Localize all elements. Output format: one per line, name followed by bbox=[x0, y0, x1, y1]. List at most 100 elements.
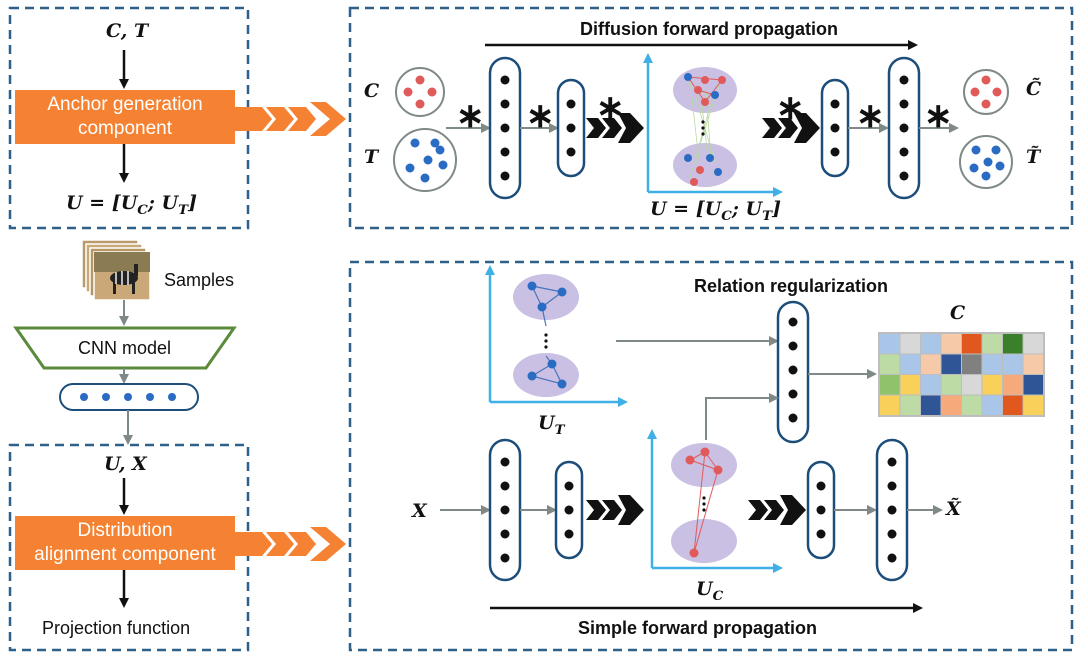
cnn-model-label: CNN model bbox=[78, 338, 172, 358]
arrow-uc-to-relation-column bbox=[705, 393, 779, 440]
bottom-column-1-dots bbox=[500, 457, 510, 563]
uc-cluster-lower bbox=[671, 519, 737, 563]
target-set-t-nodes bbox=[405, 138, 448, 183]
matrix-cell bbox=[962, 375, 982, 395]
x-output-label: X̃ bbox=[946, 498, 961, 520]
black-chevron-bottom-right bbox=[748, 495, 806, 525]
output-c-label: C̃ bbox=[1026, 78, 1042, 100]
target-t-label: T bbox=[364, 146, 379, 168]
operator-3: ∗ bbox=[596, 89, 625, 127]
matrix-cell bbox=[982, 334, 1002, 354]
top-graph-ellipsis-dots bbox=[701, 120, 705, 136]
matrix-cell bbox=[941, 395, 961, 415]
ut-cluster-upper bbox=[513, 274, 579, 320]
matrix-cell bbox=[900, 375, 920, 395]
matrix-cell bbox=[1003, 395, 1023, 415]
matrix-cell bbox=[921, 375, 941, 395]
uc-graph-nodes bbox=[685, 447, 723, 558]
chevron-arrow-bottom bbox=[234, 527, 346, 561]
samples-label: Samples bbox=[164, 270, 235, 290]
panel-simple-propagation bbox=[348, 260, 1074, 652]
black-chevron-top-right bbox=[762, 113, 820, 143]
matrix-cell bbox=[900, 334, 920, 354]
input-ux-label: U, X bbox=[104, 453, 147, 475]
class-matrix bbox=[878, 332, 1045, 417]
matrix-cell bbox=[982, 375, 1002, 395]
matrix-cell bbox=[982, 395, 1002, 415]
matrix-cell bbox=[900, 395, 920, 415]
alignment-component-line2: alignment component bbox=[34, 544, 216, 565]
matrix-cell bbox=[1003, 375, 1023, 395]
relation-column-dots bbox=[788, 317, 798, 423]
samples-image-stack-icon bbox=[81, 239, 151, 301]
matrix-cell bbox=[941, 334, 961, 354]
matrix-cell bbox=[1023, 395, 1043, 415]
ut-label: UT bbox=[538, 412, 565, 438]
matrix-cell bbox=[921, 354, 941, 374]
relation-regularization-title: Relation regularization bbox=[694, 276, 889, 296]
matrix-cell bbox=[962, 395, 982, 415]
x-input-label: X bbox=[412, 500, 427, 522]
black-chevron-top-left bbox=[586, 113, 644, 143]
matrix-cell bbox=[880, 375, 900, 395]
operator-6: ∗ bbox=[924, 97, 953, 135]
matrix-cell bbox=[880, 334, 900, 354]
bottom-column-3-dots bbox=[816, 481, 826, 539]
operator-4: ∗ bbox=[776, 89, 805, 127]
matrix-cell bbox=[1023, 334, 1043, 354]
matrix-c-label: C bbox=[950, 302, 966, 324]
matrix-cell bbox=[962, 354, 982, 374]
anchor-component-line2: component bbox=[77, 118, 172, 139]
operator-5: ∗ bbox=[856, 97, 885, 135]
top-column-3-dots bbox=[830, 99, 840, 157]
matrix-cell bbox=[941, 375, 961, 395]
output-t-label: T̃ bbox=[1026, 146, 1041, 168]
simple-propagation-title: Simple forward propagation bbox=[578, 618, 818, 638]
matrix-cell bbox=[982, 354, 1002, 374]
bottom-column-2-dots bbox=[564, 481, 574, 539]
matrix-cell bbox=[921, 334, 941, 354]
black-chevron-bottom-left bbox=[586, 495, 644, 525]
matrix-cell bbox=[1023, 354, 1043, 374]
matrix-cell bbox=[1023, 375, 1043, 395]
top-column-2-dots bbox=[566, 99, 576, 157]
matrix-cell bbox=[921, 395, 941, 415]
output-u-label: U = [UC; UT] bbox=[66, 192, 197, 218]
matrix-cell bbox=[880, 395, 900, 415]
feature-vector-dots bbox=[80, 393, 176, 401]
top-column-4-dots bbox=[899, 75, 909, 181]
top-embedding-label: U = [UC; UT] bbox=[650, 198, 781, 224]
input-ct-label: C, T bbox=[106, 20, 149, 42]
output-set-c-circle bbox=[963, 69, 1009, 115]
output-set-c-nodes bbox=[970, 75, 1002, 109]
top-column-1-dots bbox=[500, 75, 510, 181]
matrix-cell bbox=[1003, 354, 1023, 374]
operator-2: ∗ bbox=[526, 97, 555, 135]
projection-function-label: Projection function bbox=[42, 618, 191, 638]
chevron-arrow-top bbox=[234, 102, 346, 136]
anchor-generation-component: Anchor generation component bbox=[15, 90, 235, 144]
uc-graph-ellipsis-dots bbox=[702, 496, 706, 512]
matrix-cell bbox=[900, 354, 920, 374]
source-c-label: C bbox=[364, 80, 380, 102]
uc-label: UC bbox=[696, 578, 724, 604]
ut-graph-nodes bbox=[527, 281, 567, 389]
ut-graph-ellipsis-dots bbox=[544, 333, 548, 349]
distribution-alignment-component: Distribution alignment component bbox=[15, 516, 235, 570]
panel-distribution-alignment bbox=[8, 443, 250, 652]
cnn-model-trapezoid bbox=[13, 326, 237, 370]
top-cluster-upper bbox=[673, 67, 737, 113]
matrix-cell bbox=[962, 334, 982, 354]
source-set-c-nodes bbox=[403, 75, 437, 109]
panel-diffusion bbox=[348, 6, 1074, 230]
anchor-component-line1: Anchor generation bbox=[47, 94, 203, 115]
matrix-cell bbox=[1003, 334, 1023, 354]
output-set-t-nodes bbox=[969, 145, 1005, 181]
top-graph-nodes bbox=[684, 73, 726, 186]
matrix-cell bbox=[941, 354, 961, 374]
top-cluster-lower bbox=[673, 143, 737, 187]
diffusion-title: Diffusion forward propagation bbox=[580, 19, 838, 39]
matrix-cell bbox=[880, 354, 900, 374]
bottom-column-4-dots bbox=[887, 457, 897, 563]
